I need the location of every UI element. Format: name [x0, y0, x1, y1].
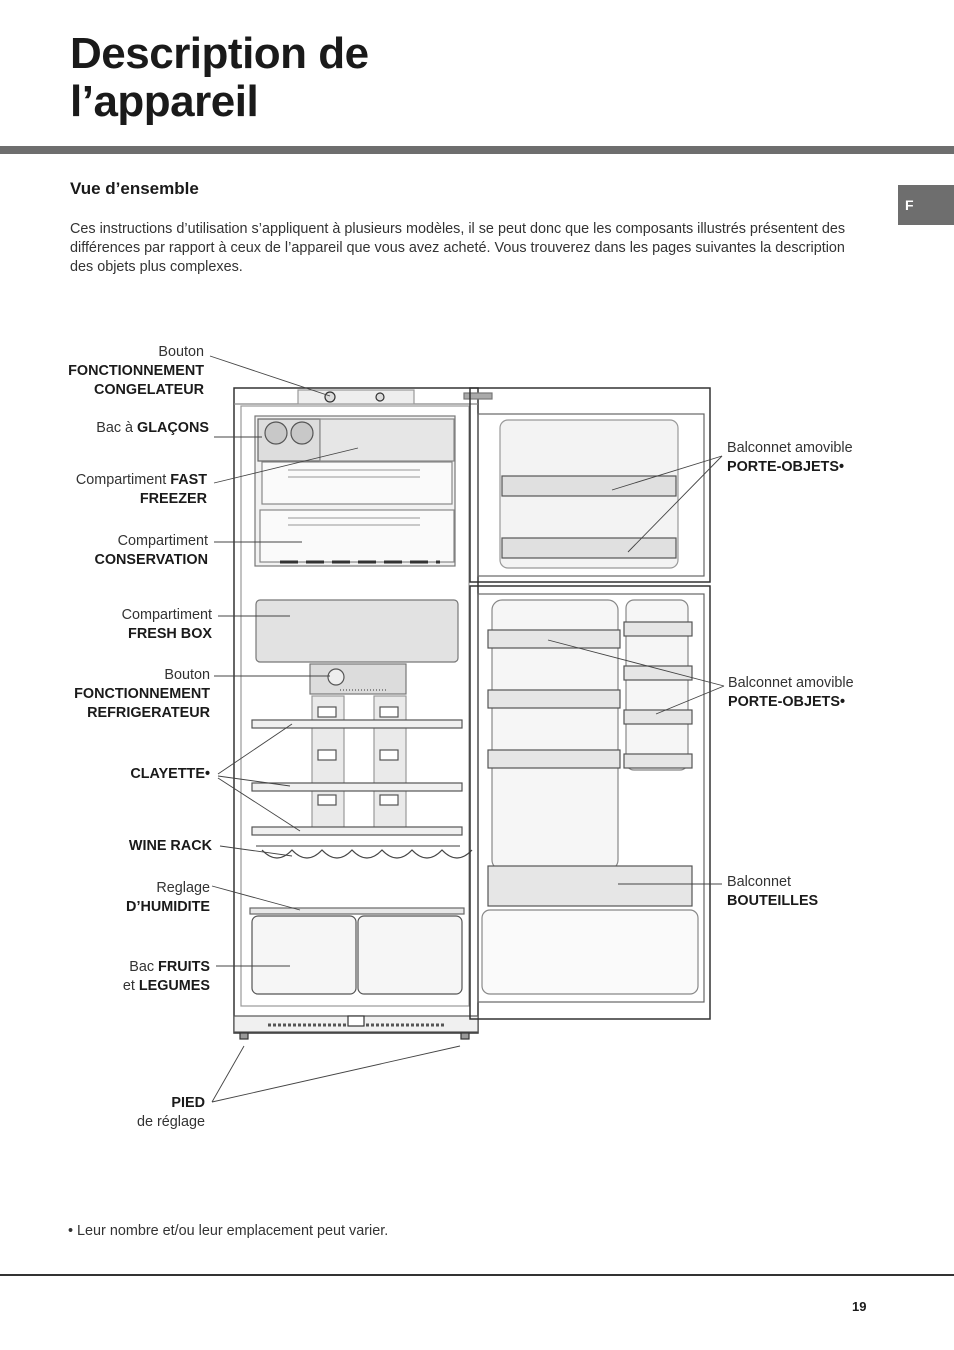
label-door-balcony-top: Balconnet amovible PORTE-OBJETS•	[727, 440, 853, 475]
fridge-control	[309, 663, 407, 695]
freezer-door-balcony-1	[501, 475, 677, 497]
door-balcony-a	[487, 629, 621, 649]
door-balcony-small-4	[623, 753, 693, 769]
footer-rule	[0, 1274, 954, 1276]
label-fresh-box: Compartiment FRESH BOX	[121, 607, 212, 642]
label-door-balcony-mid: Balconnet amovible PORTE-OBJETS•	[728, 675, 854, 710]
cabinet-inner	[240, 405, 470, 1007]
ice-tray-icon	[264, 421, 288, 445]
label-wine-rack: WINE RACK	[128, 838, 212, 854]
page-number: 19	[852, 1299, 867, 1314]
label-fridge-button: Bouton FONCTIONNEMENT REFRIGERATEUR	[74, 667, 210, 721]
footnote: • Leur nombre et/ou leur emplacement peu…	[68, 1223, 389, 1239]
label-shelf: CLAYETTE•	[130, 766, 210, 782]
door-balcony-small-1	[623, 621, 693, 637]
door-balcony-b	[487, 689, 621, 709]
bottle-balcony	[487, 865, 693, 907]
control-strip	[297, 389, 415, 405]
label-conservation: Compartiment CONSERVATION	[94, 533, 208, 568]
label-foot: PIED de réglage	[136, 1095, 205, 1130]
section-title: Vue d’ensemble	[70, 179, 199, 198]
fridge-door	[469, 585, 711, 1020]
language-tab[interactable]: F	[898, 185, 954, 225]
crisper-left	[251, 915, 357, 995]
label-freezer-button: Bouton FONCTIONNEMENT CONGELATEUR	[68, 344, 204, 398]
foot-left	[239, 1032, 249, 1040]
label-fast-freezer: Compartiment FAST FREEZER	[75, 472, 207, 507]
fridge-knob-icon	[327, 668, 345, 686]
label-crisper: Bac FRUITS et LEGUMES	[122, 959, 210, 994]
shelf-3	[251, 826, 463, 836]
door-balcony-small-3	[623, 709, 693, 725]
freezer-door-balcony-2	[501, 537, 677, 559]
crisper-right	[357, 915, 463, 995]
door-balcony-c	[487, 749, 621, 769]
foot-right	[460, 1032, 470, 1040]
label-bottle-balcony: Balconnet BOUTEILLES	[727, 874, 819, 909]
page-title-line1: Description de	[70, 29, 369, 78]
freezer-door	[469, 387, 711, 583]
intro-paragraph: Ces instructions d’utilisation s’appliqu…	[70, 221, 846, 275]
label-humidity: Reglage D’HUMIDITE	[126, 880, 210, 915]
leader-lines	[209, 355, 725, 1103]
page-title: Description de l’appareil	[70, 30, 369, 126]
page-title-line2: l’appareil	[70, 77, 259, 126]
label-ice-tray: Bac à GLAÇONS	[96, 420, 209, 436]
wine-rack	[261, 849, 473, 859]
fresh-box	[255, 599, 459, 663]
header-rule	[0, 146, 954, 154]
door-balcony-small-2	[623, 665, 693, 681]
shelf-1	[251, 719, 463, 729]
freezer-knob-icon	[324, 391, 336, 403]
shelf-2	[251, 782, 463, 792]
